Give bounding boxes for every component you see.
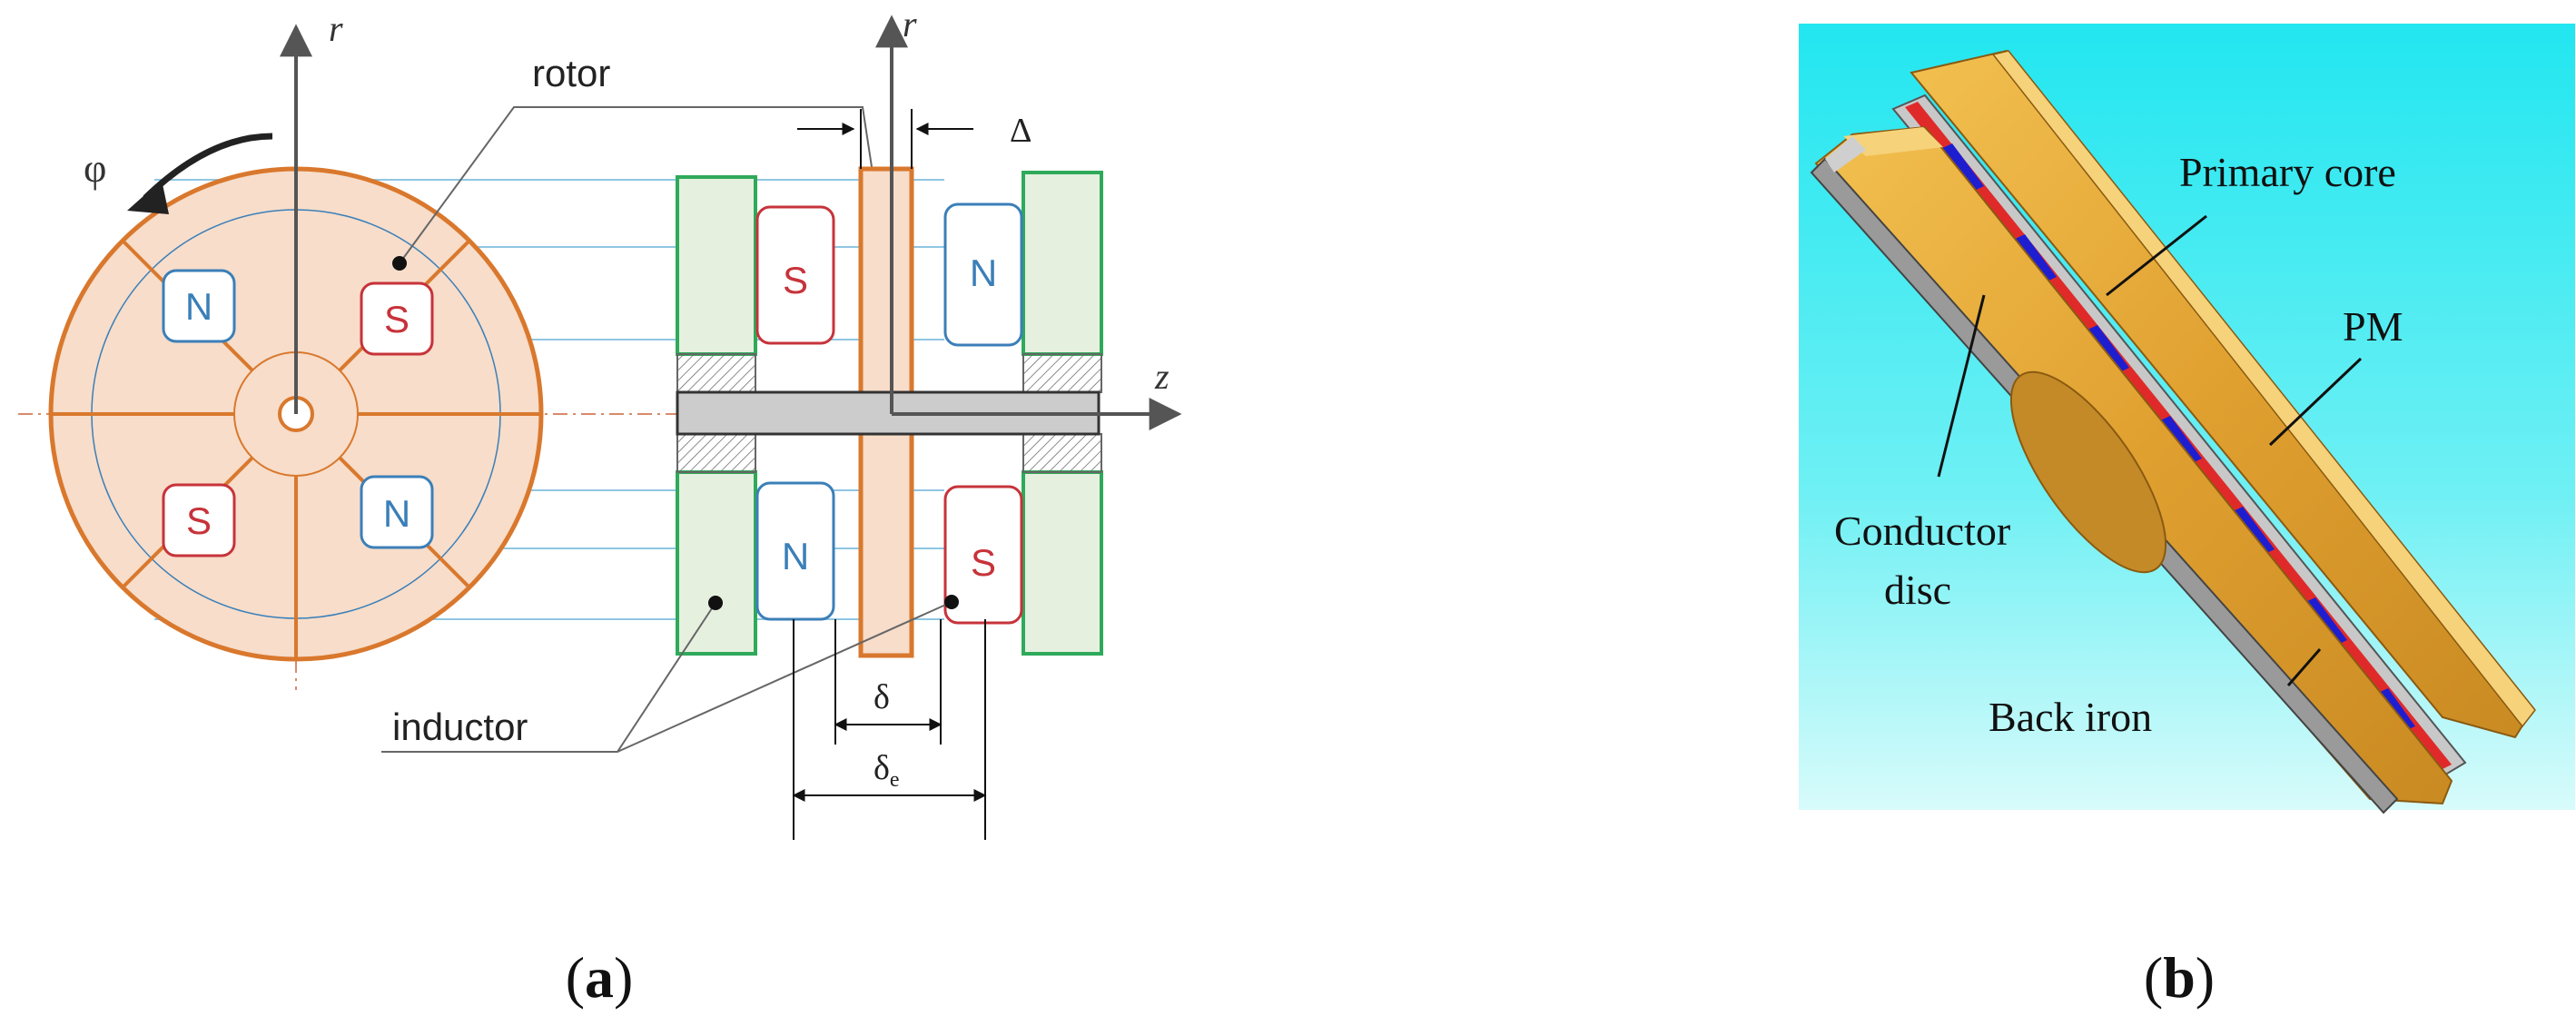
svg-text:N: N [970,252,997,294]
side-magnet-s-lower-right: S [943,485,1023,625]
caption-b: (b) [2144,945,2215,1010]
rotor-label: rotor [532,52,610,94]
svg-text:S: S [783,259,808,301]
svg-text:S: S [186,499,212,542]
pm-leader [2268,357,2363,447]
svg-text:N: N [185,285,212,328]
r-axis-right-label: r [903,4,917,44]
label-conductor-line1: Conductor [1834,508,2010,554]
side-magnet-n-lower-left: N [755,481,835,621]
delta-e-dimension: δe [792,619,987,840]
svg-text:N: N [782,535,809,577]
figure-a: N S S N r φ rotor [18,4,1182,1010]
svg-text:S: S [971,541,996,584]
svg-text:δ: δ [873,678,890,716]
conductor-leader [1937,294,1986,478]
side-magnet-s-upper-left: S [755,205,835,345]
label-conductor-line2: disc [1884,567,1951,613]
side-magnet-n-upper-right: N [943,202,1023,347]
label-pm: PM [2343,303,2403,350]
front-pole-n-upper: N [162,269,236,343]
inductor-label: inductor [392,705,528,748]
svg-text:S: S [384,298,410,340]
phi-label: φ [84,146,106,191]
svg-text:Δ: Δ [1010,112,1031,150]
delta-dimension: δ [834,619,943,745]
svg-text:δe: δe [873,749,900,792]
inductor-leader [381,602,951,753]
front-pole-s-upper: S [360,281,434,356]
back-iron-leader [2286,648,2322,686]
front-pole-s-lower: S [162,483,236,557]
front-pole-n-lower: N [360,475,434,549]
phi-arrow-head [127,180,169,214]
rotor-leader-dot-front [392,256,407,271]
delta-cap-dimension: Δ [797,109,1031,169]
figure-b: Primary core PM Conductor disc Back iron… [1799,24,2575,1010]
r-axis-left-label: r [329,8,343,49]
inductor-left [676,175,757,656]
disc-assembly [1810,49,2536,814]
primary-core-leader [2106,214,2207,297]
z-axis-label: z [1154,356,1170,397]
caption-a: (a) [566,945,634,1010]
inductor-leader-dot-right [944,595,959,609]
inductor-leader-dot-left [708,596,723,610]
label-back-iron: Back iron [1989,694,2152,740]
inductor-right [1022,171,1103,656]
rotor-leader [399,106,876,264]
label-primary-core: Primary core [2179,149,2396,195]
svg-text:N: N [383,492,410,535]
